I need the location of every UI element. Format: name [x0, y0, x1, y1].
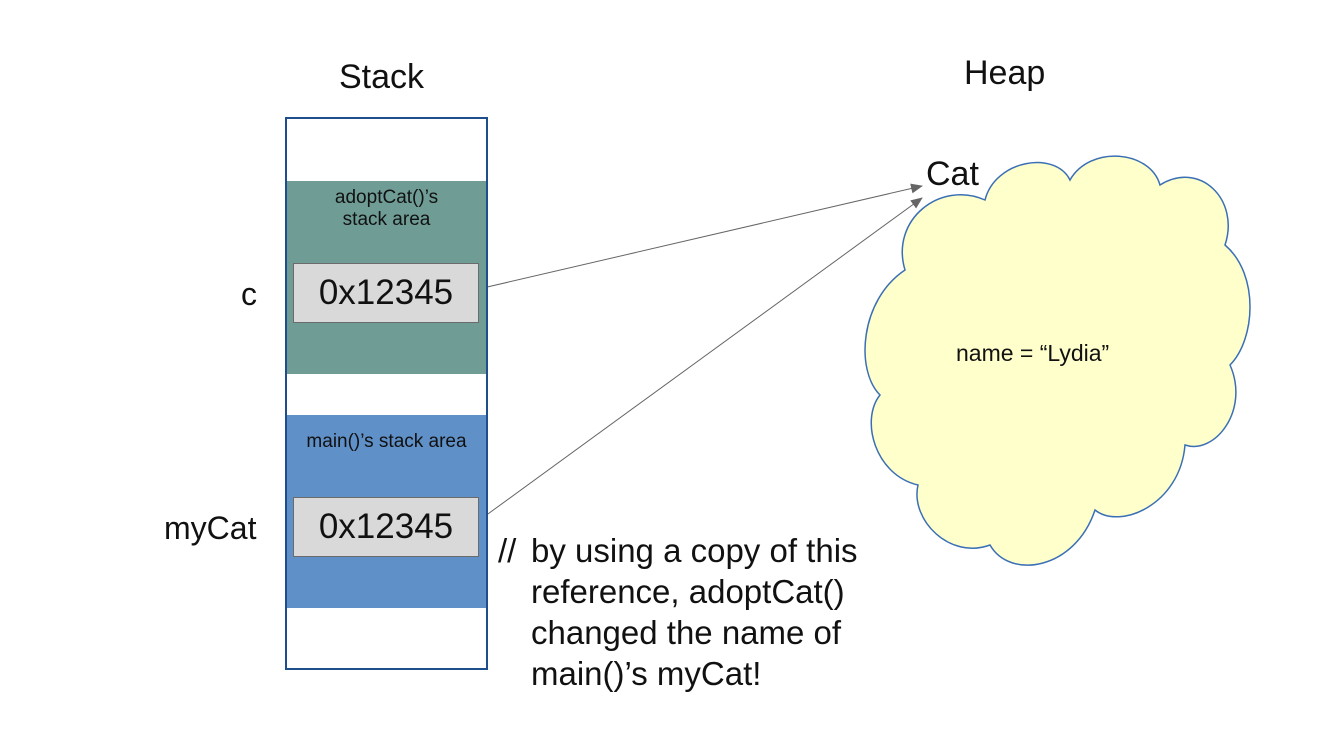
variable-label-mycat: myCat	[164, 510, 257, 546]
adoptcat-stack-frame: adoptCat()’s stack area 0x12345	[287, 181, 486, 374]
reference-arrow-c	[469, 183, 923, 292]
c-reference-value: 0x12345	[293, 263, 479, 323]
comment-line: by using a copy of this	[531, 532, 858, 569]
comment-body: by using a copy of this reference, adopt…	[531, 530, 911, 694]
heap-title: Heap	[964, 54, 1046, 92]
main-stack-frame: main()’s stack area 0x12345	[287, 415, 486, 608]
heap-object-type: Cat	[926, 155, 979, 193]
variable-label-c: c	[241, 276, 257, 312]
comment-line: main()’s myCat!	[531, 655, 762, 692]
stack-column: adoptCat()’s stack area 0x12345 main()’s…	[285, 117, 488, 670]
comment-line: reference, adoptCat()	[531, 573, 845, 610]
comment-line: changed the name of	[531, 614, 842, 651]
comment-prefix: //	[498, 532, 517, 569]
mycat-reference-value: 0x12345	[293, 497, 479, 557]
reference-arrow-mycat	[469, 197, 923, 528]
adoptcat-frame-title-line2: stack area	[342, 209, 431, 230]
adoptcat-frame-title: adoptCat()’s stack area	[287, 187, 486, 231]
heap-cloud	[864, 155, 1251, 566]
adoptcat-frame-title-line1: adoptCat()’s	[334, 187, 439, 208]
stack-title: Stack	[339, 58, 425, 96]
main-frame-title: main()’s stack area	[306, 431, 467, 452]
heap-object-field: name = “Lydia”	[956, 340, 1110, 366]
